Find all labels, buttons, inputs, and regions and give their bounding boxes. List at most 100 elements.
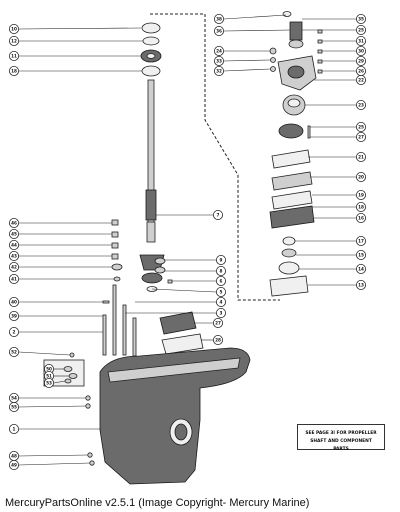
callout-number: 38 bbox=[216, 17, 222, 22]
callout-48: 48 bbox=[8, 450, 19, 461]
callout-number: 22 bbox=[358, 78, 364, 83]
part-bearing-top bbox=[141, 22, 161, 34]
part-pump-housing bbox=[277, 55, 317, 91]
part-driveshaft bbox=[145, 79, 157, 243]
callout-52: 52 bbox=[8, 346, 19, 357]
callout-25: 25 bbox=[355, 122, 366, 133]
callout-number: 25 bbox=[358, 28, 364, 33]
dashed-connector bbox=[150, 13, 280, 301]
part-pump-hardware-top bbox=[269, 11, 323, 74]
callout-5: 5 bbox=[215, 286, 226, 297]
callout-11: 11 bbox=[8, 51, 19, 62]
propeller-shaft-note: SEE PAGE 3l FOR PROPELLER SHAFT AND COMP… bbox=[297, 424, 385, 452]
callouts-left-column bbox=[18, 27, 143, 466]
callouts-right-column bbox=[223, 14, 356, 286]
callout-26: 26 bbox=[355, 66, 366, 77]
callout-number: 6 bbox=[220, 279, 223, 284]
callout-number: 23 bbox=[358, 103, 364, 108]
callout-18: 18 bbox=[8, 66, 19, 77]
callout-49: 49 bbox=[8, 459, 19, 470]
callout-number: 16 bbox=[358, 216, 364, 221]
callout-22: 22 bbox=[355, 75, 366, 86]
callout-number: 17 bbox=[358, 239, 364, 244]
part-pump-insert bbox=[282, 94, 306, 116]
callout-8: 8 bbox=[215, 265, 226, 276]
callout-18: 18 bbox=[355, 201, 366, 212]
part-bearing bbox=[140, 49, 162, 63]
callout-number: 44 bbox=[11, 243, 17, 248]
callout-number: 27 bbox=[215, 321, 221, 326]
callout-number: 33 bbox=[216, 59, 222, 64]
callout-44: 44 bbox=[8, 239, 19, 250]
callout-2: 2 bbox=[8, 326, 19, 337]
part-gasket-plate bbox=[159, 311, 204, 355]
callout-number: 27 bbox=[358, 135, 364, 140]
callout-number: 39 bbox=[11, 314, 17, 319]
callout-32: 32 bbox=[213, 66, 224, 77]
callout-number: 32 bbox=[216, 69, 222, 74]
part-gear-housing bbox=[99, 347, 251, 485]
callout-38: 38 bbox=[213, 13, 224, 24]
footer-credit: MercuryPartsOnline v2.5.1 (Image Copyrig… bbox=[5, 497, 310, 509]
part-pump-base-parts bbox=[269, 236, 309, 297]
callout-12: 12 bbox=[8, 36, 19, 47]
exploded-parts-diagram: 1012111846454443424140392525051535455148… bbox=[8, 11, 366, 485]
callout-43: 43 bbox=[8, 250, 19, 261]
part-ring bbox=[142, 36, 160, 46]
callout-28: 28 bbox=[212, 334, 223, 345]
callout-21: 21 bbox=[355, 151, 366, 162]
callout-number: 4 bbox=[220, 300, 223, 305]
callout-number: 49 bbox=[11, 463, 17, 468]
callout-number: 2 bbox=[13, 330, 16, 335]
callout-45: 45 bbox=[8, 228, 19, 239]
callout-number: 55 bbox=[11, 405, 17, 410]
callout-number: 8 bbox=[220, 269, 223, 274]
part-seal bbox=[141, 65, 161, 77]
callout-labels: 1012111846454443424140392525051535455148… bbox=[8, 13, 366, 470]
callout-number: 43 bbox=[11, 254, 17, 259]
callout-number: 30 bbox=[358, 49, 364, 54]
callout-number: 50 bbox=[46, 367, 52, 372]
callout-20: 20 bbox=[355, 171, 366, 182]
part-drain-screws bbox=[85, 395, 95, 466]
part-pump-gaskets bbox=[269, 149, 315, 229]
callout-27: 27 bbox=[355, 131, 366, 142]
callout-39: 39 bbox=[8, 310, 19, 321]
callout-number: 54 bbox=[11, 396, 17, 401]
callout-number: 29 bbox=[358, 59, 364, 64]
callout-number: 20 bbox=[358, 175, 364, 180]
callout-number: 3 bbox=[220, 311, 223, 316]
callout-number: 14 bbox=[358, 267, 364, 272]
callout-number: 13 bbox=[358, 283, 364, 288]
callout-14: 14 bbox=[355, 263, 366, 274]
callout-3: 3 bbox=[215, 307, 226, 318]
callout-31: 31 bbox=[355, 36, 366, 47]
callout-46: 46 bbox=[8, 217, 19, 228]
callout-16: 16 bbox=[355, 212, 366, 223]
callout-number: 42 bbox=[11, 265, 17, 270]
callout-number: 52 bbox=[11, 350, 17, 355]
callout-4: 4 bbox=[215, 296, 226, 307]
callout-53: 53 bbox=[44, 377, 55, 388]
note-line-2: SHAFT AND COMPONENT PARTS bbox=[310, 439, 372, 452]
callout-number: 36 bbox=[216, 29, 222, 34]
note-line-1: SEE PAGE 3l FOR PROPELLER bbox=[305, 431, 377, 436]
callout-number: 24 bbox=[216, 49, 222, 54]
callout-6: 6 bbox=[215, 275, 226, 286]
callout-number: 21 bbox=[358, 155, 364, 160]
callout-10: 10 bbox=[8, 23, 19, 34]
callout-41: 41 bbox=[8, 273, 19, 284]
callout-number: 11 bbox=[11, 54, 17, 59]
callout-number: 40 bbox=[11, 300, 17, 305]
callout-number: 53 bbox=[46, 381, 52, 386]
callout-27: 27 bbox=[212, 317, 223, 328]
callout-29: 29 bbox=[355, 56, 366, 67]
callout-42: 42 bbox=[8, 261, 19, 272]
callout-number: 35 bbox=[358, 17, 364, 22]
callout-25: 25 bbox=[355, 24, 366, 35]
callout-40: 40 bbox=[8, 296, 19, 307]
callout-number: 45 bbox=[11, 232, 17, 237]
callout-number: 9 bbox=[220, 258, 223, 263]
callout-50: 50 bbox=[44, 363, 55, 374]
callout-number: 18 bbox=[11, 69, 17, 74]
